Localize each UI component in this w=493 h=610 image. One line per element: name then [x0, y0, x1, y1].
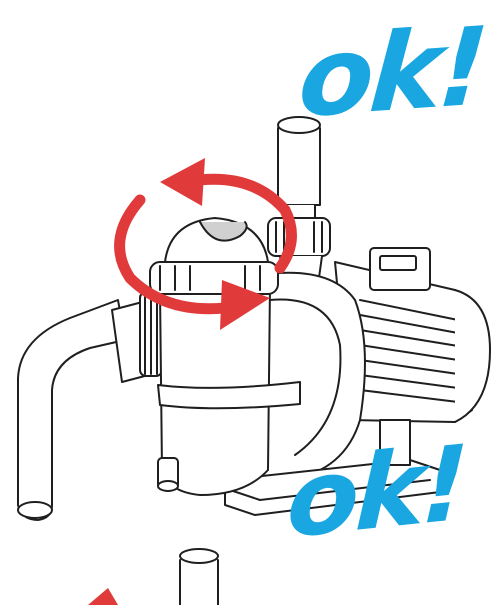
ok-label-bottom: ok! [285, 431, 466, 553]
lower-outlet-pipe [180, 549, 218, 605]
red-arrow-icon [88, 588, 118, 605]
inlet-pipe [18, 300, 125, 520]
prefilter-lid-ring [150, 262, 278, 294]
ok-label-top: ok! [296, 14, 488, 135]
prefilter-lid-dome [165, 218, 268, 262]
